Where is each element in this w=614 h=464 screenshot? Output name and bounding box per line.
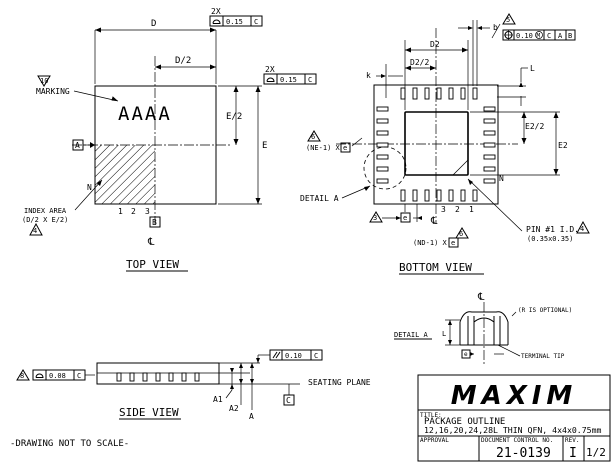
bottom-dim-b: b [493,23,498,32]
detail-a-label: DETAIL A [394,331,429,339]
top-pin-2: 2 [131,207,136,216]
detail-a-centerline: ℄ [477,292,485,303]
detail-a-dim-e: e [464,351,468,358]
side-seating-plane: SEATING PLANE [308,378,371,387]
side-parallel-datum: C [314,352,318,360]
bottom-pin-3: 3 [441,205,446,214]
bottom-dim-d2-half: D2/2 [410,58,429,67]
doc-control-label: DOCUMENT CONTROL NO. [481,437,553,444]
bottom-pads-bottom [400,189,478,202]
maxim-logo: MAXIM [451,381,578,411]
detail-a-terminal-outline [459,311,509,345]
bottom-nd-e: e [451,239,455,247]
bottom-ne-e: e [343,144,347,152]
bottom-pin1-note-num: 4 [580,225,584,233]
side-note8-num: 8 [20,372,24,380]
bottom-view: D2 D2/2 b 5 0.10 M C A B k [300,13,590,275]
bottom-pitch-e: e [403,214,407,222]
top-dim-e-half: E/2 [226,112,242,122]
side-dim-a2: A2 [229,404,239,413]
top-view-caption: TOP VIEW [126,258,179,271]
bottom-pin-2: 2 [455,205,460,214]
bottom-dim-e2: E2 [558,141,568,150]
top-dim-e: E [262,141,267,151]
top-marking-label: MARKING [36,87,70,96]
detail-a-r-optional: (R IS OPTIONAL) [518,307,572,314]
top-parallel-datum-2: C [308,76,312,84]
detail-a-circle [363,146,407,190]
side-flatness-tol: 0.08 [49,372,66,380]
bottom-pin1-id-line1: PIN #1 I.D. [526,225,579,234]
side-flatness-datum: C [77,372,81,380]
title-block: MAXIM TITLE: PACKAGE OUTLINE 12,16,20,24… [417,374,611,462]
top-pin-1: 1 [118,207,123,216]
bottom-pads-top [400,87,478,100]
title-line1: PACKAGE OUTLINE [424,417,505,427]
bottom-pin-1: 1 [469,205,474,214]
top-view: D D/2 2X 0.15 C 2X 0.15 C E/2 E 10 MARKI… [22,7,317,272]
top-dim-d-half: D/2 [175,56,191,66]
bottom-detail-label: DETAIL A [300,194,339,203]
bottom-pads-left [376,106,389,184]
side-datum-c: C [286,396,291,405]
title-line2: 12,16,20,24,28L THIN QFN, 4x4x0.75mm [424,425,602,435]
drawing-not-to-scale: -DRAWING NOT TO SCALE- [10,439,129,449]
top-index-note-num: 4 [33,227,37,235]
top-view-index-area [95,145,155,204]
top-datum-a: A [75,141,80,150]
bottom-dim-e2-half: E2/2 [525,122,544,131]
bottom-pads-right [483,106,496,184]
detail-a-dim-l: L [442,330,446,338]
detail-a-terminal-tip: TERMINAL TIP [521,353,565,360]
title-label: TITLE: [420,412,442,419]
top-index-area-line2: (D/2 X E/2) [22,216,68,224]
top-centerline: ℄ [147,237,155,248]
bottom-pos-datum-c: C [547,32,551,40]
bottom-centerline: ℄ [430,216,438,227]
bottom-exposed-pad [404,111,469,176]
sheet-number: 1/2 [586,446,606,459]
side-view: SEATING PLANE C 8 0.08 C 0.10 C A1 [16,349,371,421]
approval-label: APPROVAL [420,437,449,444]
bottom-note3-num: 3 [373,214,377,222]
bottom-ne-label: (NE-1) X [306,144,341,152]
top-parallel-datum-1: C [254,18,258,26]
bottom-dim-l: L [530,64,535,73]
side-dim-a1: A1 [213,395,223,404]
top-marking-text: AAAA [118,103,172,125]
top-parallel-tol-1: 0.15 [226,18,243,26]
bottom-pos-datum-b: B [568,32,572,40]
side-dim-a: A [249,412,254,421]
top-pin-n: N [87,183,92,192]
detail-a: ℄ (R IS OPTIONAL) L e TERMINAL TIP DETAI… [394,292,572,365]
top-datum-b: B [152,218,157,227]
bottom-note5-num: 5 [506,16,510,24]
rev-value: I [569,446,577,461]
rev-label: REV. [565,437,579,444]
bottom-nd-label: (ND-1) X [413,239,448,247]
bottom-pin-n: N [499,174,504,183]
bottom-pos-tol: 0.10 [516,32,533,40]
bottom-view-caption: BOTTOM VIEW [399,261,472,274]
top-parallel-tol-2: 0.15 [280,76,297,84]
bottom-dim-d2: D2 [430,40,440,49]
bottom-dim-k: k [366,71,371,80]
side-view-caption: SIDE VIEW [119,406,179,419]
bottom-note6-num: 6 [311,133,315,141]
top-index-area-line1: INDEX AREA [24,207,67,215]
side-view-leads [116,372,200,382]
top-parallel-count-2: 2X [265,65,275,74]
bottom-pos-mod: M [537,33,541,40]
bottom-nd-note-num: 6 [459,230,463,238]
doc-control-number: 21-0139 [496,446,551,461]
bottom-pos-datum-a: A [558,32,563,40]
side-parallel-tol: 0.10 [285,352,302,360]
top-parallel-count-1: 2X [211,7,221,16]
top-marking-note-num: 10 [40,77,48,85]
top-pin-3: 3 [145,207,150,216]
top-dim-d: D [151,19,156,29]
bottom-pin1-id-line2: (0.35x0.35) [527,235,573,243]
